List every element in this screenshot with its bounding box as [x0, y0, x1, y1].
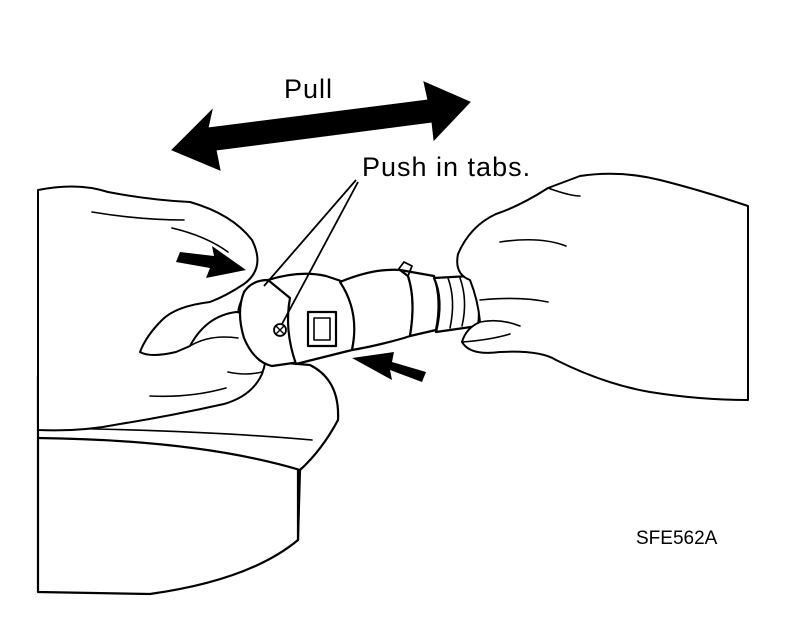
push-arrow-right: [352, 352, 426, 382]
pull-label: Pull: [284, 74, 333, 104]
left-hand: [37, 185, 268, 432]
connector-body: [238, 261, 481, 368]
push-arrow-left: [176, 246, 246, 278]
leader-lines: [263, 179, 359, 325]
pull-arrow: [171, 81, 471, 171]
right-hand: [456, 172, 749, 401]
figure-code-label: SFE562A: [636, 528, 718, 549]
push-tabs-label: Push in tabs.: [362, 152, 531, 182]
